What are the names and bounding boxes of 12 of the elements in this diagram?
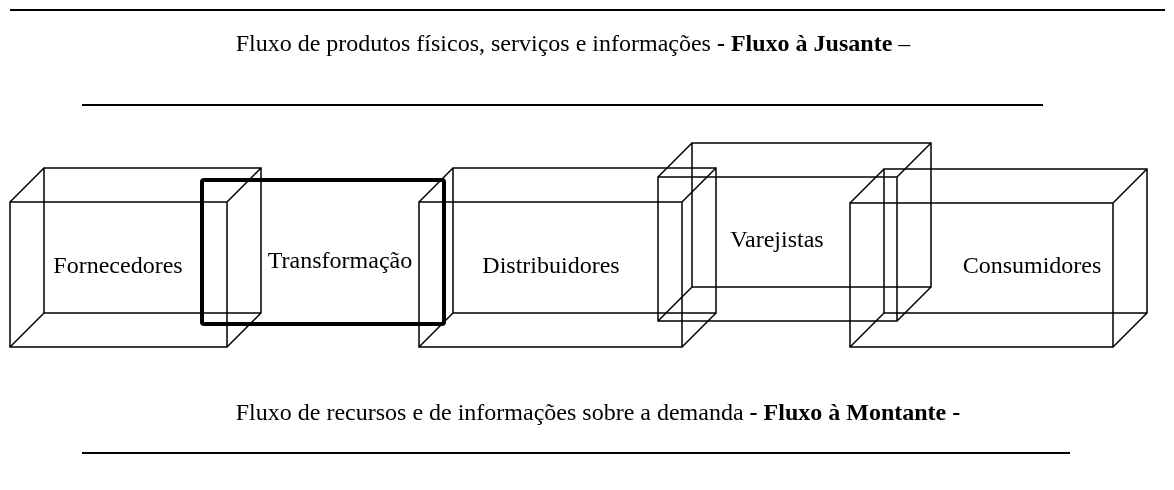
thick-frame-box	[200, 178, 446, 326]
flow-caption: Fluxo de produtos físicos, serviços e informações - Fluxo à Jusante –	[234, 30, 912, 57]
cuboid-box	[8, 166, 263, 349]
box-label: Consumidores	[962, 251, 1102, 279]
box-label: Fornecedores	[53, 251, 183, 278]
flow-caption: Fluxo de recursos e de informações sobre a demanda - Fluxo à Montante -	[234, 399, 962, 426]
box-label: Transformação	[267, 246, 413, 274]
box-label: Varejistas	[730, 225, 824, 253]
cuboid-box	[848, 167, 1149, 349]
cuboid-box	[656, 141, 933, 323]
box-label: Distribuidores	[482, 251, 620, 278]
cuboid-box	[417, 166, 718, 349]
